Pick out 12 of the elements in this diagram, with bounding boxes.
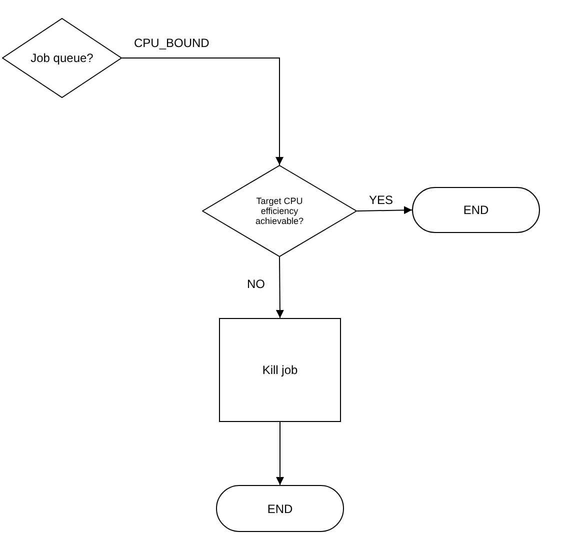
- edge-label: NO: [246, 277, 266, 291]
- arrow: [122, 58, 284, 166]
- node-text: Target CPU efficiency achievable?: [254, 196, 305, 226]
- arrow: [276, 256, 284, 318]
- node-text: END: [463, 203, 489, 217]
- node-text: Job queue?: [30, 51, 94, 65]
- node-text: Kill job: [262, 363, 298, 377]
- edge-label: YES: [368, 193, 394, 207]
- arrow: [276, 422, 284, 486]
- edge-label: CPU_BOUND: [133, 36, 210, 50]
- arrow: [356, 206, 412, 214]
- node-text: END: [267, 502, 293, 516]
